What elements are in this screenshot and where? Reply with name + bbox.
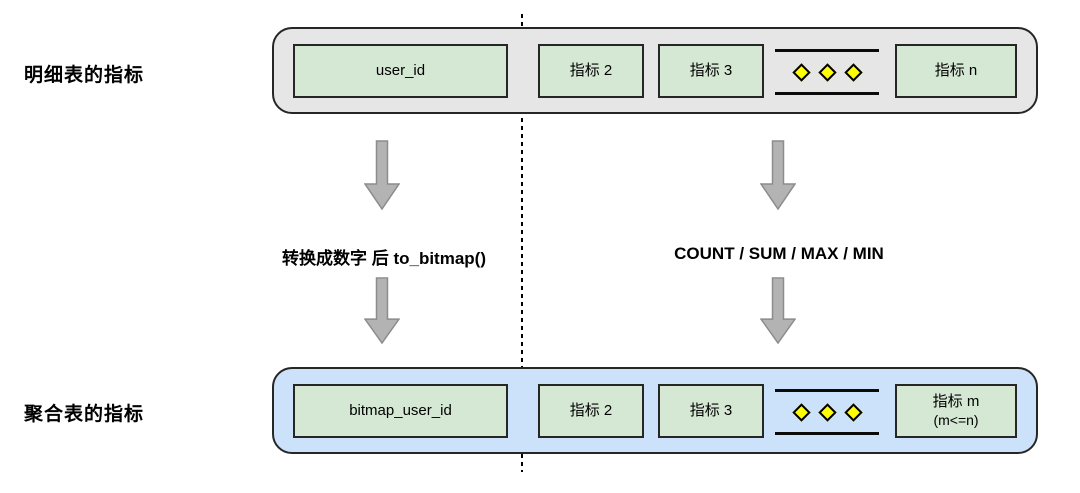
- aggregate-table-label: 聚合表的指标: [24, 404, 145, 425]
- bitmap-transform-label: 转换成数字 后 to_bitmap(): [282, 249, 486, 268]
- cell-text: 指标 2: [569, 401, 613, 419]
- cell-subtext: (m<=n): [933, 411, 979, 428]
- metric-cell-2: 指标 2: [538, 384, 644, 438]
- ellipsis-bottom-line: [775, 432, 879, 435]
- metric-cell-m: 指标 m (m<=n): [895, 384, 1017, 438]
- more-metrics-ellipsis: [775, 389, 879, 435]
- more-metrics-ellipsis: [775, 49, 879, 95]
- diamond-icon: [791, 402, 811, 422]
- down-arrow-icon: [364, 277, 400, 344]
- diamond-icon: [843, 62, 863, 82]
- metric-cell-n: 指标 n: [895, 44, 1017, 98]
- cell-text: 指标 m: [932, 392, 980, 410]
- ellipsis-bottom-line: [775, 92, 879, 95]
- cell-text: 指标 3: [689, 401, 733, 419]
- detail-table-label: 明细表的指标: [24, 65, 145, 86]
- down-arrow-icon: [364, 140, 400, 210]
- down-arrow-icon: [760, 140, 796, 210]
- divider-dashed-line: [521, 14, 523, 472]
- metric-cell-2: 指标 2: [538, 44, 644, 98]
- diamond-icon: [843, 402, 863, 422]
- metric-cell-bitmap-user-id: bitmap_user_id: [293, 384, 508, 438]
- diamond-icon: [817, 62, 837, 82]
- aggregate-metrics-container: bitmap_user_id 指标 2 指标 3 指标 m (m<=n): [272, 367, 1038, 454]
- down-arrow-icon: [760, 277, 796, 344]
- cell-text: 指标 3: [689, 61, 733, 79]
- cell-text: 指标 n: [934, 61, 978, 79]
- diamond-ellipsis: [791, 62, 863, 82]
- metric-cell-user-id: user_id: [293, 44, 508, 98]
- diamond-icon: [791, 62, 811, 82]
- metric-cell-3: 指标 3: [658, 44, 764, 98]
- aggregate-functions-label: COUNT / SUM / MAX / MIN: [674, 244, 884, 263]
- cell-text: user_id: [375, 61, 426, 79]
- diamond-ellipsis: [791, 402, 863, 422]
- detail-metrics-container: user_id 指标 2 指标 3 指标 n: [272, 27, 1038, 114]
- ellipsis-top-line: [775, 49, 879, 52]
- diamond-icon: [817, 402, 837, 422]
- cell-text: bitmap_user_id: [349, 401, 452, 419]
- cell-text: 指标 2: [569, 61, 613, 79]
- ellipsis-top-line: [775, 389, 879, 392]
- metric-cell-3: 指标 3: [658, 384, 764, 438]
